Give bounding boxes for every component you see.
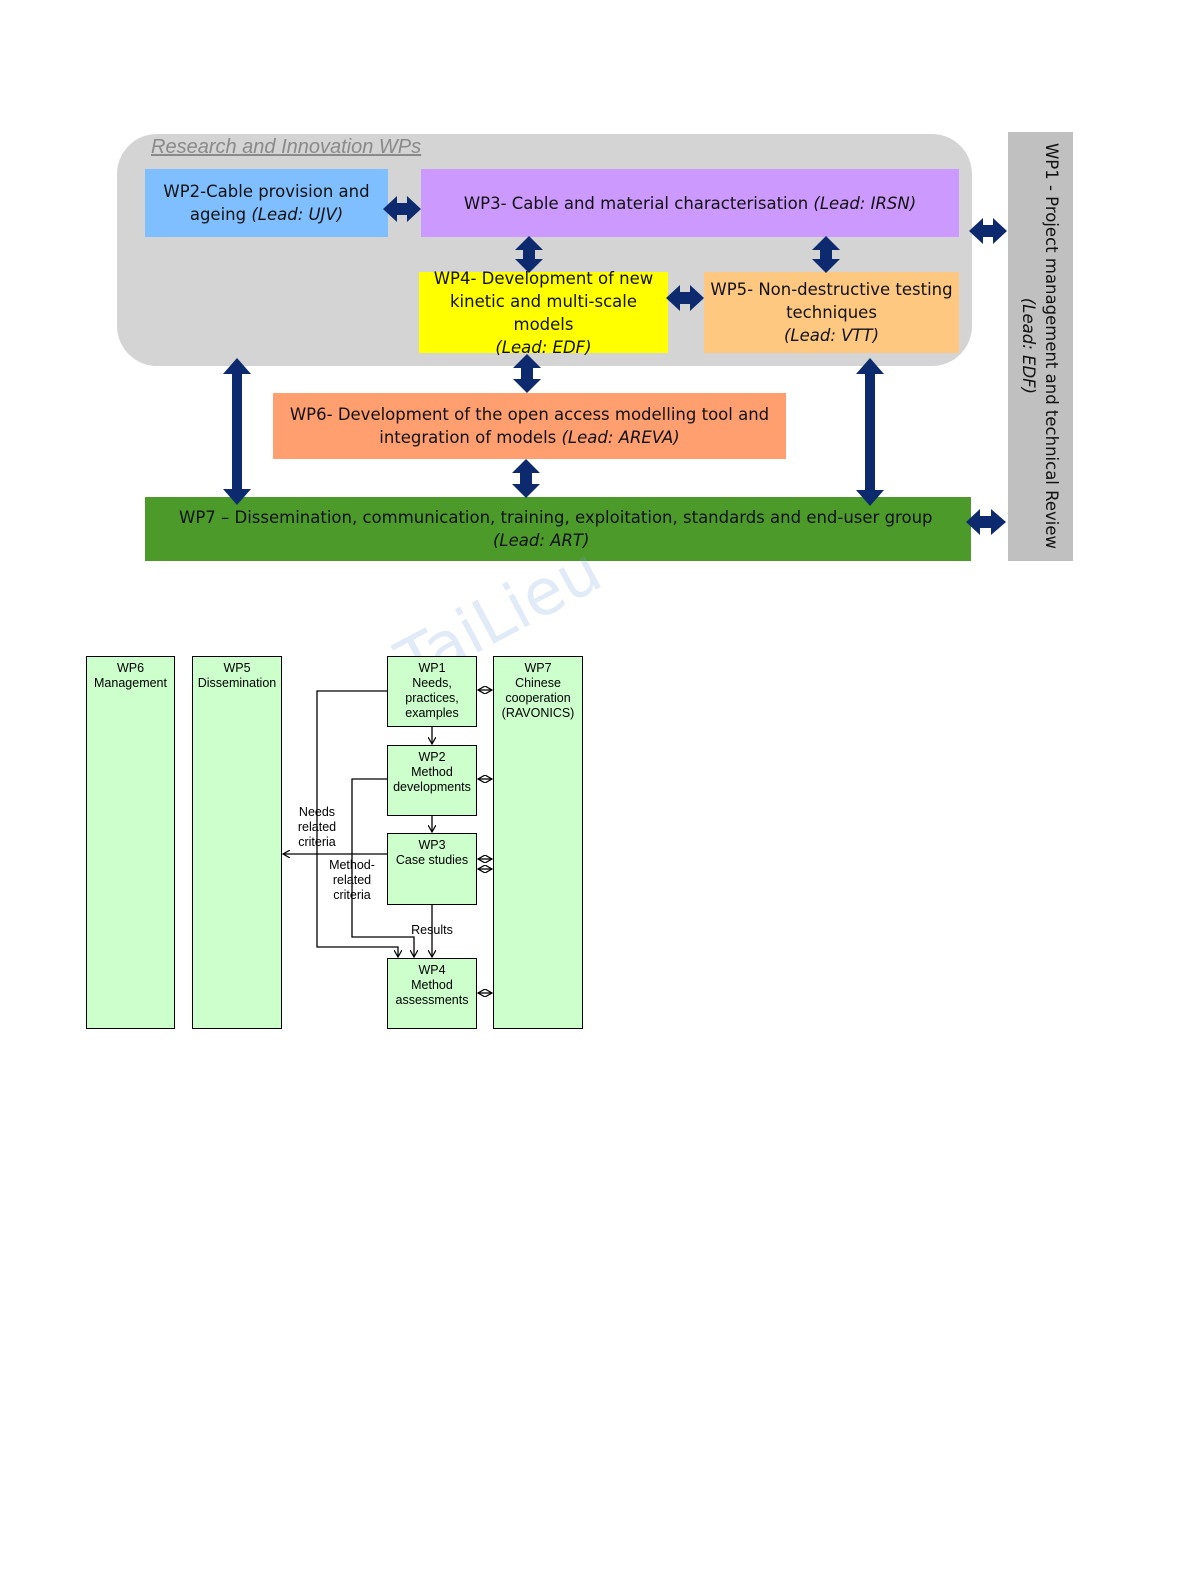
- wp7-box: WP7 – Dissemination, communication, trai…: [145, 497, 971, 561]
- wp5-dissemination-box: WP5 Dissemination: [192, 656, 282, 1029]
- wp4-line1: WP4- Development of new: [433, 268, 654, 288]
- wp3-title: WP3- Cable and material characterisation: [463, 193, 814, 213]
- diagram-2-connectors: [0, 640, 1192, 1040]
- wp4-assessments-label: WP4 Method assessments: [395, 963, 469, 1007]
- region-title: Research and Innovation WPs: [151, 136, 422, 158]
- diagram-1-arrows: [223, 196, 1007, 535]
- wp2-box: WP2-Cable provision and ageing (Lead: UJ…: [145, 169, 388, 237]
- wp2-lead: (Lead: UJV): [251, 205, 344, 224]
- arrow-wp6-wp7: [512, 459, 540, 498]
- arrow-wp3-wp5: [812, 236, 840, 273]
- wp3-case-box: WP3 Case studies: [387, 833, 477, 905]
- wp1-box: WP1 - Project management and technical R…: [1008, 132, 1073, 561]
- wp2-line2: ageing: [189, 205, 252, 224]
- needs-criteria-line: [316, 690, 398, 957]
- wp6-management-box: WP6 Management: [86, 656, 175, 1029]
- wp3-case-label: WP3 Case studies: [395, 838, 469, 867]
- wp5-line1: WP5- Non-destructive testing: [710, 280, 953, 299]
- arrow-wp4-wp6: [513, 354, 541, 393]
- wp6-line2: integration of models: [379, 428, 562, 447]
- arrow-region-wp7-left: [223, 358, 251, 505]
- wp4-assessments-box: WP4 Method assessments: [387, 958, 477, 1029]
- wp4-lead: (Lead: EDF): [495, 337, 592, 357]
- wp5-box: WP5- Non-destructive testing techniques …: [704, 272, 959, 353]
- wp1-needs-box: WP1 Needs, practices, examples: [387, 656, 477, 727]
- wp7-chinese-box: WP7 Chinese cooperation (RAVONICS): [493, 656, 583, 1029]
- wp2-line1: WP2-Cable provision and: [163, 182, 370, 201]
- wp5-line2: techniques: [786, 303, 877, 322]
- wp3-box: WP3- Cable and material characterisation…: [421, 169, 959, 237]
- arrow-wp5-wp7: [856, 358, 884, 506]
- arrow-wp7-wp1: [966, 509, 1006, 535]
- wp6-line1: WP6- Development of the open access mode…: [289, 405, 770, 424]
- arrow-region-wp1: [969, 218, 1007, 244]
- arrow-wp2-wp3: [383, 196, 421, 222]
- wp5-lead: (Lead: VTT): [783, 326, 880, 345]
- arrow-wp4-wp5: [666, 285, 704, 311]
- wp6-management-label: WP6 Management: [94, 661, 167, 690]
- wp7-chinese-label: WP7 Chinese cooperation (RAVONICS): [501, 661, 575, 720]
- wp7-title: WP7 – Dissemination, communication, trai…: [179, 508, 933, 527]
- wp7-lead: (Lead: ART): [493, 531, 590, 550]
- diagram-1: Research and Innovation WPs WP1 - Projec…: [0, 0, 1192, 600]
- wp2-method-label: WP2 Method developments: [393, 750, 471, 794]
- diagram-2: WP6 Management WP5 Dissemination WP1 Nee…: [0, 640, 1192, 1040]
- arrow-wp3-wp4: [515, 236, 543, 273]
- wp6-lead: (Lead: AREVA): [561, 428, 680, 447]
- wp3-lead: (Lead: IRSN): [813, 193, 917, 213]
- wp2-method-box: WP2 Method developments: [387, 745, 477, 816]
- wp4-box: WP4- Development of new kinetic and mult…: [419, 269, 668, 357]
- method-criteria-line: [351, 778, 414, 957]
- wp4-line2: kinetic and multi-scale models: [449, 291, 638, 334]
- wp1-needs-label: WP1 Needs, practices, examples: [405, 661, 459, 720]
- wp6-box: WP6- Development of the open access mode…: [273, 393, 786, 459]
- wp5-dissemination-label: WP5 Dissemination: [197, 661, 277, 690]
